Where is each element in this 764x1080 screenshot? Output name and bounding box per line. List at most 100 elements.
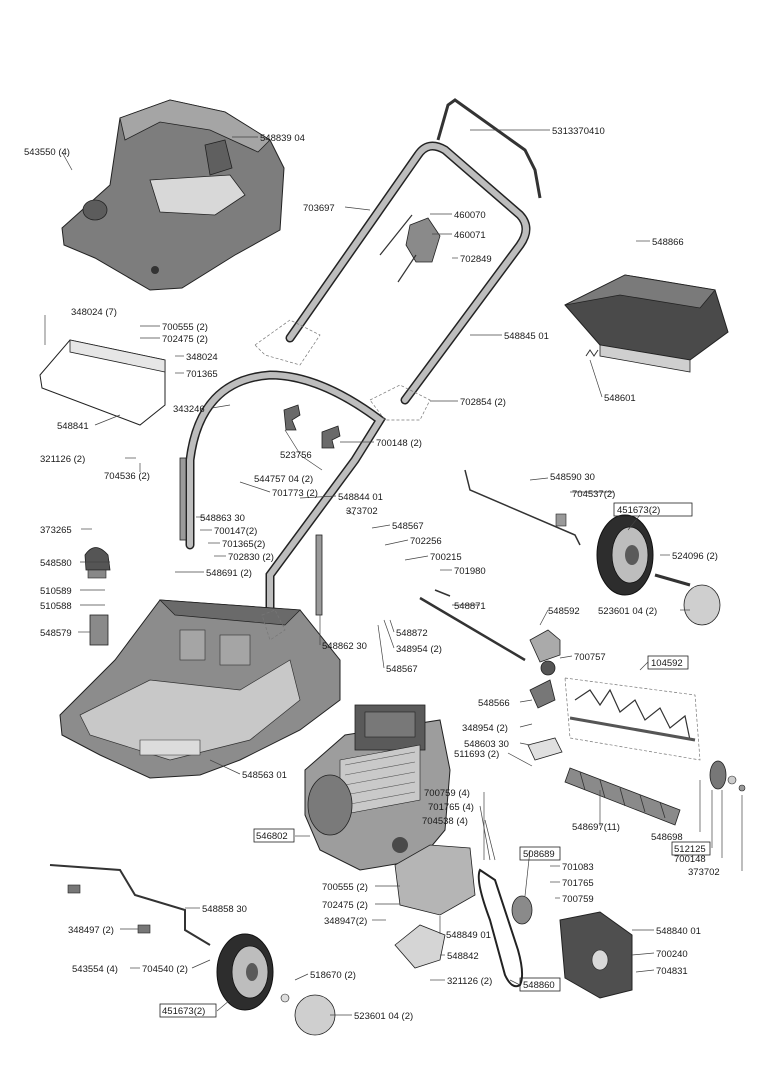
label-frame-451673-rear — [613, 502, 693, 517]
pin-701980-part — [434, 589, 451, 597]
part-label: 543550 (4) — [24, 147, 70, 158]
part-label: 548603 30 — [464, 739, 509, 750]
drive-shaft-part — [419, 596, 526, 662]
part-label: 548590 30 — [550, 472, 595, 483]
part-label: 701365 — [186, 369, 218, 380]
part-label: 704831 — [656, 966, 688, 977]
part-label: 704540 (2) — [142, 964, 188, 975]
part-label: 348024 (7) — [71, 307, 117, 318]
washer-700148-part — [727, 775, 737, 785]
part-label: 548580 — [40, 558, 72, 569]
part-label: 548697(11) — [572, 822, 620, 833]
part-label: 548698 — [651, 832, 683, 843]
part-label: 701773 (2) — [272, 488, 318, 499]
handle-bracket-right-part — [315, 534, 323, 616]
part-label: 701980 — [454, 566, 486, 577]
part-label: 700148 (2) — [376, 438, 422, 449]
belt-cover-part — [559, 911, 633, 999]
mower-housing-part — [59, 599, 341, 779]
part-label: 701765 — [562, 878, 594, 889]
part-label: 700555 (2) — [322, 882, 368, 893]
top-cover-part — [61, 99, 285, 291]
axle-clip-right-part — [137, 924, 151, 934]
part-label: 700757 — [574, 652, 606, 663]
label-frame-546802 — [253, 828, 295, 843]
part-label: 348024 — [186, 352, 218, 363]
part-labels: 543550 (4) 548839 04 5313370410 703697 4… — [24, 126, 720, 1022]
part-label: 704538 (4) — [422, 816, 468, 827]
part-label: 5313370410 — [552, 126, 605, 137]
bearing-bracket-lower-part — [529, 679, 556, 709]
lower-handle-part — [185, 370, 387, 620]
part-label: 512125 — [674, 844, 706, 855]
part-label: 703697 — [303, 203, 335, 214]
handle-bracket-left-part — [179, 457, 187, 541]
part-label: 548849 01 — [446, 930, 491, 941]
grass-bag-lid-part — [564, 274, 729, 373]
part-label: 544757 04 (2) — [254, 474, 313, 485]
part-label: 508689 — [523, 849, 555, 860]
height-adjust-knob-part — [84, 547, 111, 579]
motor-bracket-part — [394, 844, 476, 916]
front-wheel-part — [216, 933, 274, 1011]
part-label: 348954 (2) — [396, 644, 442, 655]
wheel-bolt-rear-part — [654, 573, 691, 587]
part-label: 523601 04 (2) — [598, 606, 657, 617]
tine-roller-part — [564, 767, 681, 826]
motor-part — [304, 704, 451, 871]
part-label: 701365(2) — [222, 539, 265, 550]
part-label: 548592 — [548, 606, 580, 617]
switch-box-part — [379, 214, 441, 283]
part-label: 548858 30 — [202, 904, 247, 915]
part-label: 348954 (2) — [462, 723, 508, 734]
part-label: 548567 — [392, 521, 424, 532]
part-label: 702475 (2) — [322, 900, 368, 911]
part-label: 700555 (2) — [162, 322, 208, 333]
handle-knob-left-part — [283, 404, 301, 431]
drive-belt-part — [477, 868, 524, 988]
label-frame-512125 — [671, 841, 711, 856]
part-label: 548601 — [604, 393, 636, 404]
part-label: 451673(2) — [162, 1006, 205, 1017]
part-label: 373702 — [688, 867, 720, 878]
part-label: 548872 — [396, 628, 428, 639]
part-label: 511693 (2) — [454, 749, 499, 760]
part-label: 523756 — [280, 450, 312, 461]
rear-wheel-part — [596, 514, 654, 596]
part-label: 348947(2) — [324, 916, 367, 927]
part-label: 343246 — [173, 404, 205, 415]
part-label: 548863 30 — [200, 513, 245, 524]
part-label: 700215 — [430, 552, 462, 563]
pulley-part — [511, 895, 533, 925]
part-label: 510589 — [40, 586, 72, 597]
part-label: 548566 — [478, 698, 510, 709]
part-label: 700759 — [562, 894, 594, 905]
part-label: 548862 30 — [322, 641, 367, 652]
bearing-bracket-upper-part — [529, 629, 561, 663]
part-label: 700148 — [674, 854, 706, 865]
label-frame-451673-front — [159, 1003, 217, 1018]
roller-end-cap-part — [709, 760, 727, 790]
part-label: 321126 (2) — [40, 454, 85, 465]
nut-373702-part — [738, 784, 746, 792]
part-label: 548860 — [523, 980, 555, 991]
rear-axle-part — [464, 469, 581, 546]
part-label: 548579 — [40, 628, 72, 639]
front-axle-part — [49, 864, 211, 946]
part-label: 548839 04 — [260, 133, 305, 144]
upper-handle-part — [285, 141, 531, 405]
part-label: 373702 — [346, 506, 378, 517]
part-label: 518670 (2) — [310, 970, 356, 981]
part-label: 548563 01 — [242, 770, 287, 781]
part-label: 548691 (2) — [206, 568, 252, 579]
part-label: 704537(2) — [572, 489, 615, 500]
support-bracket-part — [394, 924, 446, 969]
handle-knob-right-part — [321, 425, 341, 449]
part-label: 700147(2) — [214, 526, 257, 537]
tine-shaft-assembly-part — [564, 677, 701, 761]
part-label: 348497 (2) — [68, 925, 114, 936]
part-label: 702854 (2) — [460, 397, 506, 408]
part-label: 548840 01 — [656, 926, 701, 937]
part-label: 548841 — [57, 421, 89, 432]
label-frame-508689 — [519, 846, 561, 861]
